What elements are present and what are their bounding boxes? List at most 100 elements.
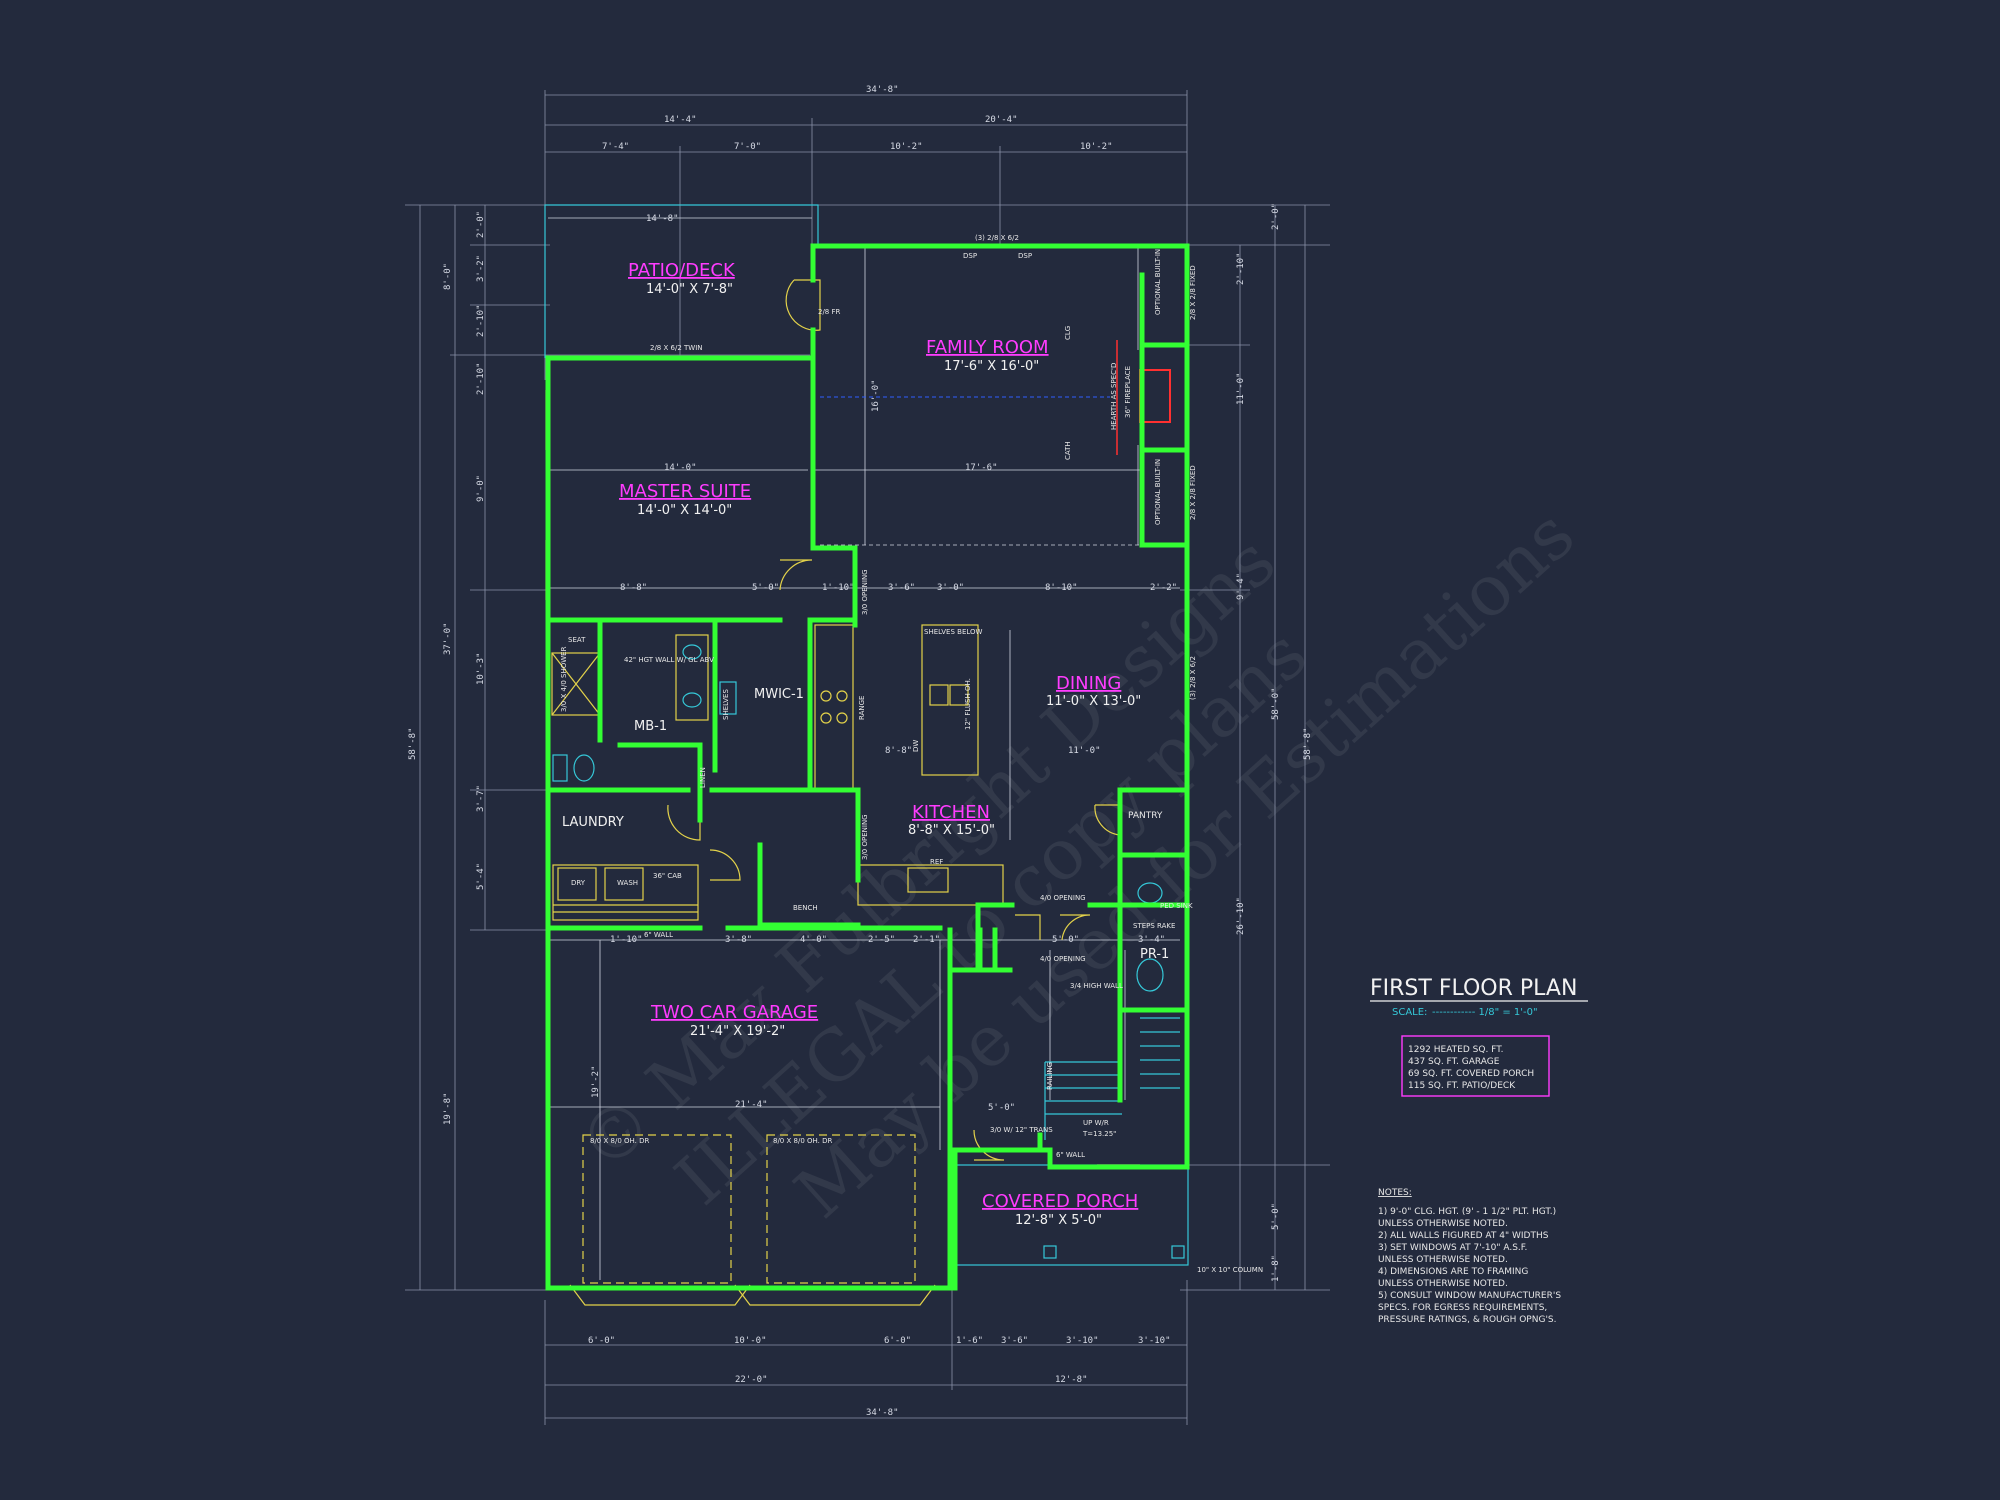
plan-annotation: 12" FLUSH OH.	[964, 678, 972, 730]
room-mwic-name: MWIC-1	[754, 687, 804, 702]
note-line-5: UNLESS OTHERWISE NOTED.	[1378, 1255, 1508, 1265]
dim-top-3: 10'-2"	[890, 142, 923, 152]
dim-family-height: 16'-0"	[871, 379, 881, 412]
dim-grow-7: 3'-4"	[1138, 935, 1165, 945]
fridge-counter	[857, 864, 1004, 906]
garage-door-left	[582, 1134, 732, 1284]
dim-right-b: 26'-10"	[1236, 897, 1246, 935]
patio-deck-outline	[544, 204, 819, 358]
dim-right-4: 9'-4"	[1236, 573, 1246, 600]
vanity	[675, 634, 709, 721]
master-toilet	[573, 754, 595, 782]
dim-grow-1: 1'-10"	[610, 935, 643, 945]
dim-right-3: 11'-0"	[1236, 372, 1246, 405]
note-line-4: 3) SET WINDOWS AT 7'-10" A.S.F.	[1378, 1243, 1527, 1253]
plan-annotation: DSP	[963, 252, 977, 260]
dim-bot-6: 3'-10"	[1066, 1336, 1099, 1346]
dim-grow-2: 3'-8"	[725, 935, 752, 945]
dim-grow-4: 2'-5"	[868, 935, 895, 945]
plan-annotation: STEPS RAKE	[1133, 922, 1175, 930]
dim-master-width: 14'-0"	[664, 463, 697, 473]
dim-grow-3: 4'-0"	[800, 935, 827, 945]
area-line-1: 1292 HEATED SQ. FT.	[1408, 1045, 1503, 1055]
plan-annotation: 10" X 10" COLUMN	[1197, 1266, 1263, 1274]
plan-annotation: DW	[912, 740, 920, 752]
dim-right-5: 5'-0"	[1271, 1203, 1281, 1230]
plan-annotation: HEARTH AS SPEC'D	[1110, 363, 1118, 430]
plan-annotation: 8/0 X 8/0 OH. DR	[773, 1137, 832, 1145]
dim-left-6: 10'-3"	[476, 652, 486, 685]
scale-label: SCALE:	[1392, 1007, 1427, 1018]
room-mb1-name: MB-1	[634, 719, 667, 734]
plan-annotation: 4/0 OPENING	[1040, 955, 1086, 963]
room-patio-name: PATIO/DECK	[628, 260, 736, 281]
dim-right-2: 2'-10"	[1236, 252, 1246, 285]
dim-right-a: 58'-0"	[1271, 687, 1281, 720]
washer	[604, 867, 644, 901]
plan-annotation: CLG	[1064, 326, 1072, 340]
plan-annotation: 3/0 W/ 12" TRANS	[990, 1126, 1053, 1134]
rear-stair	[1140, 1017, 1180, 1089]
plan-annotation: 42" HGT WALL W/ GL ABV	[624, 656, 714, 664]
dim-top-b: 20'-4"	[985, 115, 1018, 125]
room-dining-name: DINING	[1056, 673, 1121, 694]
plan-annotation: PED SINK	[1160, 902, 1193, 910]
dim-left-2: 3'-2"	[476, 255, 486, 282]
dim-top-a: 14'-4"	[664, 115, 697, 125]
plan-annotation: SEAT	[568, 636, 586, 644]
area-line-2: 437 SQ. FT. GARAGE	[1408, 1057, 1500, 1067]
dim-grow-6: 5'-0"	[1052, 935, 1079, 945]
plan-annotation: 3/4 HIGH WALL	[1070, 982, 1123, 990]
dim-bot-7: 3'-10"	[1138, 1336, 1171, 1346]
dim-bot-1: 6'-0"	[588, 1336, 615, 1346]
annotations: DRY WASH 36" CAB BENCH REF SEAT RANGE DW…	[560, 234, 1263, 1274]
room-kitchen-name: KITCHEN	[912, 802, 990, 823]
plan-annotation: 2/8 X 2/8 FIXED	[1189, 465, 1197, 520]
note-line-2: UNLESS OTHERWISE NOTED.	[1378, 1219, 1508, 1229]
room-labels: PATIO/DECK 14'-0" X 7'-8" FAMILY ROOM 17…	[562, 260, 1169, 1228]
plan-annotation: DSP	[1018, 252, 1032, 260]
plan-annotation: OPTIONAL BUILT-IN	[1154, 249, 1162, 315]
note-line-3: 2) ALL WALLS FIGURED AT 4" WIDTHS	[1378, 1231, 1549, 1241]
powder-toilet	[1136, 958, 1164, 992]
room-kitchen-size: 8'-8" X 15'-0"	[908, 823, 995, 838]
room-garage-size: 21'-4" X 19'-2"	[690, 1024, 785, 1039]
plan-annotation: RAILING	[1046, 1062, 1054, 1090]
plan-annotation: OPTIONAL BUILT-IN	[1154, 459, 1162, 525]
dim-row-5: 3'-0"	[937, 583, 964, 593]
plan-annotation: REF	[930, 858, 943, 866]
plan-annotation: 3/0 OPENING	[861, 569, 869, 615]
room-porch-size: 12'-8" X 5'-0"	[1015, 1213, 1102, 1228]
room-pr1-name: PR-1	[1140, 947, 1169, 962]
plan-annotation: SHELVES BELOW	[924, 628, 983, 636]
room-family-size: 17'-6" X 16'-0"	[944, 359, 1039, 374]
area-line-3: 69 SQ. FT. COVERED PORCH	[1408, 1069, 1534, 1079]
room-laundry-name: LAUNDRY	[562, 815, 624, 830]
plan-annotation: 3/0 X 4/0 SHOWER	[560, 646, 568, 712]
room-garage-name: TWO CAR GARAGE	[650, 1002, 818, 1023]
room-family-name: FAMILY ROOM	[926, 337, 1049, 358]
scale-value: ------------ 1/8" = 1'-0"	[1432, 1007, 1538, 1018]
notes-heading: NOTES:	[1378, 1188, 1412, 1198]
area-line-4: 115 SQ. FT. PATIO/DECK	[1408, 1081, 1516, 1091]
plan-annotation: BENCH	[793, 904, 818, 912]
dim-top-overall: 34'-8"	[866, 85, 899, 95]
dryer	[557, 867, 597, 901]
plan-annotation: DRY	[571, 879, 586, 887]
plan-title: FIRST FLOOR PLAN	[1370, 976, 1577, 1001]
walls	[545, 243, 1190, 1291]
dim-row-3: 1'-10"	[822, 583, 855, 593]
plan-annotation: (3) 2/8 X 6/2	[1189, 656, 1197, 700]
plan-annotation: WASH	[617, 879, 638, 887]
dim-bot-b: 12'-8"	[1055, 1375, 1088, 1385]
plan-annotation: 36" CAB	[653, 872, 682, 880]
kitchen-island	[921, 624, 979, 776]
dim-row-6: 8'-10"	[1045, 583, 1078, 593]
dim-left-5: 9'-0"	[476, 475, 486, 502]
dim-left-1: 2'-0"	[476, 211, 486, 238]
dim-left-8: 5'-4"	[476, 863, 486, 890]
plan-annotation: RANGE	[858, 696, 866, 720]
dim-row-7: 2'-2"	[1150, 583, 1177, 593]
note-line-8: 5) CONSULT WINDOW MANUFACTURER'S	[1378, 1291, 1561, 1301]
